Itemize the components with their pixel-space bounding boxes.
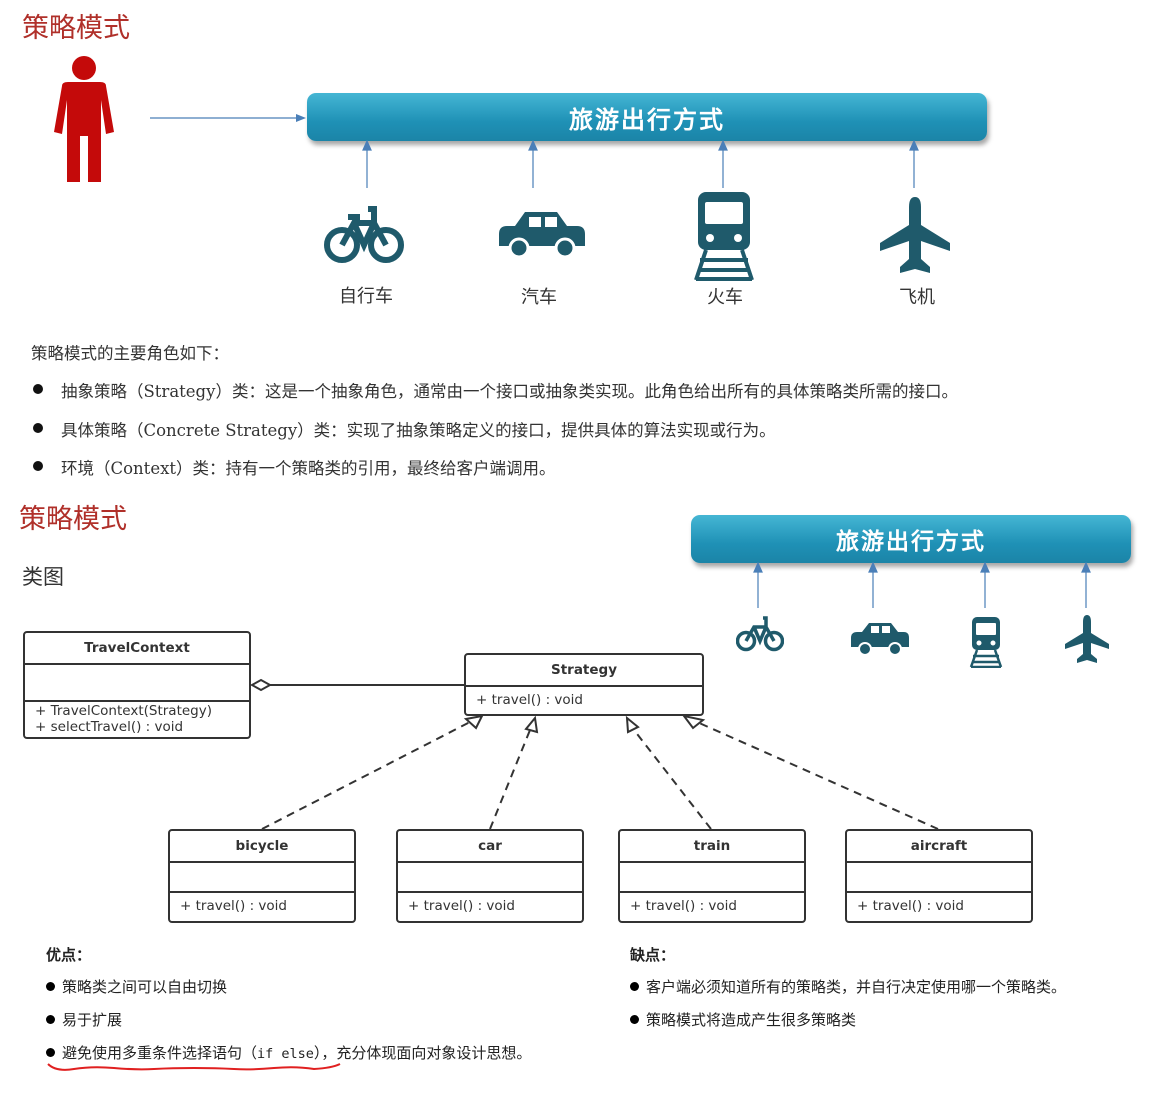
- uml-class-bicycle: bicycle + travel() : void: [168, 829, 356, 923]
- section-title-2: 策略模式: [19, 504, 127, 535]
- class-attributes: [170, 863, 354, 893]
- airplane-icon-small: [1065, 615, 1109, 663]
- class-attributes: [847, 863, 1031, 893]
- bullet-icon: [33, 423, 43, 433]
- car-icon: [499, 212, 585, 259]
- operation: + travel() : void: [630, 898, 737, 914]
- operation: + TravelContext(Strategy): [35, 703, 212, 719]
- class-name: car: [398, 831, 582, 863]
- vehicle-arrows: [362, 140, 919, 188]
- red-underline-annotation: [47, 1063, 341, 1071]
- arrow-to-banner: [150, 114, 306, 122]
- class-name: bicycle: [170, 831, 354, 863]
- pros-item-text: 策略类之间可以自由切换: [62, 978, 228, 996]
- bicycle-icon-small: [736, 616, 784, 652]
- pros-item: 易于扩展: [46, 1009, 122, 1030]
- uml-class-travelcontext: TravelContext + TravelContext(Strategy) …: [23, 631, 251, 739]
- cons-item: 客户端必须知道所有的策略类，并自行决定使用哪一个策略类。: [630, 976, 1066, 997]
- train-icon: [694, 192, 754, 281]
- operation: + travel() : void: [476, 692, 583, 708]
- uml-class-strategy: Strategy + travel() : void: [464, 653, 704, 716]
- pros-item-text: ），充分体现面向对象设计思想。: [313, 1044, 532, 1062]
- pros-heading: 优点：: [46, 946, 92, 964]
- bullet-icon: [46, 1048, 55, 1057]
- operation: + selectTravel() : void: [35, 719, 184, 735]
- class-attributes: [620, 863, 804, 893]
- train-icon-small: [969, 617, 1003, 668]
- uml-class-aircraft: aircraft + travel() : void: [845, 829, 1033, 923]
- operation: + travel() : void: [408, 898, 515, 914]
- roles-intro: 策略模式的主要角色如下：: [31, 344, 229, 363]
- uml-class-car: car + travel() : void: [396, 829, 584, 923]
- role-context: 环境（Context）类：持有一个策略类的引用，最终给客户端调用。: [61, 459, 556, 478]
- class-name: TravelContext: [25, 633, 249, 665]
- vehicle-label-train: 火车: [707, 287, 743, 308]
- operation: + travel() : void: [857, 898, 964, 914]
- class-operations: + TravelContext(Strategy) + selectTravel…: [25, 702, 249, 735]
- cons-item-text: 客户端必须知道所有的策略类，并自行决定使用哪一个策略类。: [646, 978, 1067, 996]
- code-snippet: if else: [257, 1046, 314, 1062]
- class-name: Strategy: [466, 655, 702, 687]
- cons-heading: 缺点：: [630, 946, 676, 964]
- bullet-icon: [46, 982, 55, 991]
- class-name: train: [620, 831, 804, 863]
- pros-item-text: 避免使用多重条件选择语句（: [62, 1044, 258, 1062]
- vehicle-label-car: 汽车: [521, 287, 557, 308]
- class-attributes: [25, 665, 249, 702]
- person-icon: [54, 56, 114, 182]
- pros-item-text: 易于扩展: [62, 1011, 123, 1029]
- pros-item: 策略类之间可以自由切换: [46, 976, 227, 997]
- airplane-icon: [880, 197, 950, 273]
- operation: + travel() : void: [180, 898, 287, 914]
- travel-mode-banner-small: 旅游出行方式: [691, 515, 1131, 563]
- bullet-icon: [630, 982, 639, 991]
- bullet-icon: [46, 1015, 55, 1024]
- pros-item: 避免使用多重条件选择语句（if else），充分体现面向对象设计思想。: [46, 1042, 531, 1063]
- cons-item: 策略模式将造成产生很多策略类: [630, 1009, 856, 1030]
- class-name: aircraft: [847, 831, 1031, 863]
- uml-class-train: train + travel() : void: [618, 829, 806, 923]
- bullet-icon: [630, 1015, 639, 1024]
- bicycle-icon: [324, 206, 404, 263]
- vehicle-label-airplane: 飞机: [899, 287, 935, 308]
- vehicle-label-bicycle: 自行车: [339, 286, 393, 307]
- role-concrete-strategy: 具体策略（Concrete Strategy）类：实现了抽象策略定义的接口，提供…: [61, 421, 776, 440]
- small-vehicle-arrows: [753, 562, 1091, 608]
- section-title: 策略模式: [22, 13, 130, 44]
- role-abstract-strategy: 抽象策略（Strategy）类：这是一个抽象角色，通常由一个接口或抽象类实现。此…: [61, 382, 958, 401]
- class-attributes: [398, 863, 582, 893]
- class-diagram-subtitle: 类图: [22, 565, 64, 589]
- cons-item-text: 策略模式将造成产生很多策略类: [646, 1011, 857, 1029]
- travel-mode-banner: 旅游出行方式: [307, 93, 987, 141]
- bullet-icon: [33, 384, 43, 394]
- bullet-icon: [33, 461, 43, 471]
- car-icon-small: [851, 623, 909, 656]
